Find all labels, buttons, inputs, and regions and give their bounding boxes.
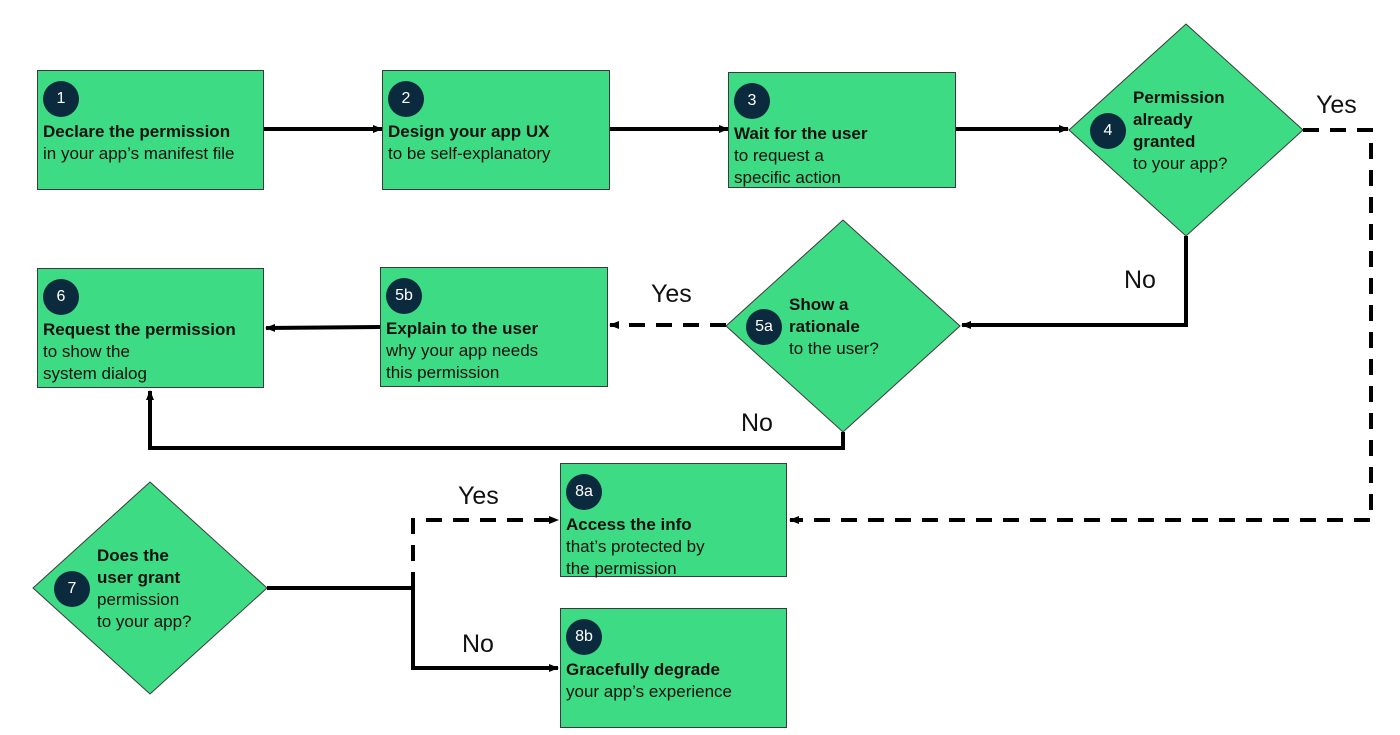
step-5b-title: Explain to the user	[386, 319, 539, 338]
step-3-body: to request a specific action	[734, 146, 841, 187]
step-5a-text: Show a rationale to the user?	[789, 294, 879, 360]
step-3-title: Wait for the user	[734, 124, 868, 143]
step-6-body: to show the system dialog	[43, 342, 147, 383]
arrow-4-yes-to-8a	[789, 128, 1373, 524]
step-5a-body: to the user?	[789, 339, 879, 358]
label-4-yes: Yes	[1316, 91, 1357, 119]
step-3-badge: 3	[734, 83, 770, 119]
step-7-badge: 7	[54, 571, 90, 607]
step-6-badge: 6	[43, 279, 79, 315]
step-8a-title: Access the info	[566, 515, 692, 534]
step-8a-badge: 8a	[566, 474, 602, 510]
step-2-body: to be self-explanatory	[388, 144, 551, 163]
step-8a-box: 8a Access the info that’s protected by t…	[560, 463, 787, 578]
step-1-box: 1 Declare the permission in your app’s m…	[37, 70, 264, 190]
step-5a-title: Show a rationale	[789, 295, 860, 336]
step-2-badge: 2	[388, 81, 424, 117]
step-8b-box: 8b Gracefully degrade your app’s experie…	[560, 608, 787, 728]
step-7-body: permission to your app?	[97, 590, 192, 631]
label-7-yes: Yes	[458, 482, 499, 510]
step-7-text: Does the user grant permission to your a…	[97, 545, 192, 633]
step-8b-body: your app’s experience	[566, 682, 733, 701]
step-5a-badge: 5a	[746, 309, 782, 345]
arrow-4-no-to-5a	[961, 236, 1188, 329]
decision-diamond-7	[32, 481, 268, 695]
arrow-7-yes-to-8a	[411, 516, 559, 588]
step-4-body: to your app?	[1133, 154, 1228, 173]
arrow-7-no-to-8b	[411, 588, 559, 672]
arrow-5b-to-6	[265, 323, 381, 332]
step-2-title: Design your app UX	[388, 122, 550, 141]
step-2-box: 2 Design your app UX to be self-explanat…	[382, 70, 610, 190]
step-4-title: Permission already granted	[1133, 88, 1225, 151]
step-8a-body: that’s protected by the permission	[566, 537, 705, 578]
step-1-badge: 1	[43, 81, 79, 117]
step-6-box: 6 Request the permission to show the sys…	[37, 268, 264, 388]
label-4-no: No	[1124, 266, 1156, 294]
label-5a-no: No	[741, 409, 773, 437]
step-4-badge: 4	[1090, 113, 1126, 149]
step-7-title: Does the user grant	[97, 546, 181, 587]
step-1-title: Declare the permission	[43, 122, 231, 141]
label-5a-yes: Yes	[651, 280, 692, 308]
step-5b-box: 5b Explain to the user why your app need…	[380, 267, 608, 387]
step-4-text: Permission already granted to your app?	[1133, 87, 1228, 175]
step-8b-badge: 8b	[566, 619, 602, 655]
step-1-body: in your app’s manifest file	[43, 144, 235, 163]
step-5b-body: why your app needs this permission	[386, 341, 539, 382]
step-5b-badge: 5b	[386, 278, 422, 314]
step-8b-title: Gracefully degrade	[566, 660, 721, 679]
arrow-5a-no-to-6	[146, 390, 845, 450]
label-7-no: No	[462, 630, 494, 658]
step-6-title: Request the permission	[43, 320, 236, 339]
step-3-box: 3 Wait for the user to request a specifi…	[728, 72, 956, 188]
